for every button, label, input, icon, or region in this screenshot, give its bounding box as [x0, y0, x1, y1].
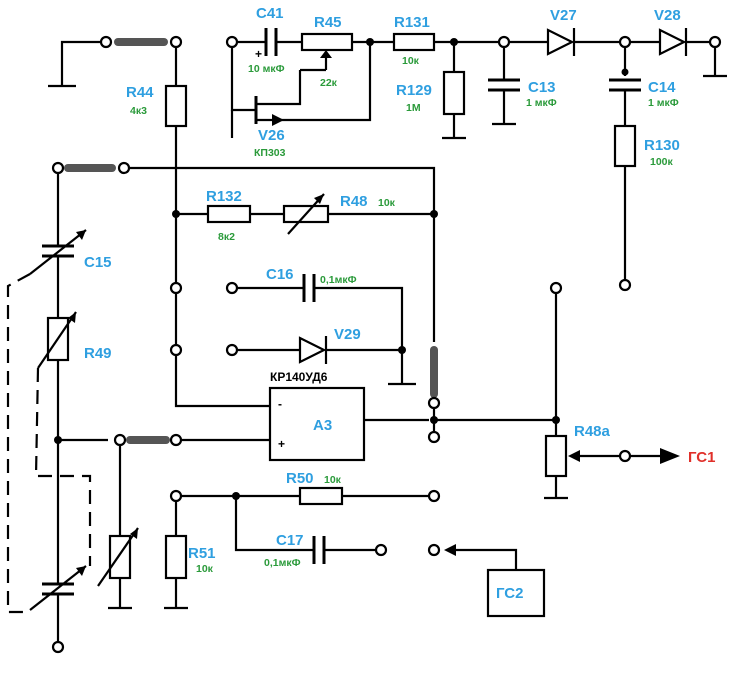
R50-label: R50: [286, 470, 314, 487]
R44-resistor: R44 4к3: [126, 47, 188, 214]
V29-label: V29: [334, 326, 361, 343]
R44-value: 4к3: [130, 105, 147, 117]
C14-value: 1 мкФ: [648, 97, 679, 109]
GS1-label: ГС1: [688, 449, 715, 466]
ganged-dashed-links: [6, 273, 92, 614]
C14-label: C14: [648, 79, 676, 96]
R48-label: R48: [340, 193, 368, 210]
R44-label: R44: [126, 84, 154, 101]
R132-value: 8к2: [218, 231, 235, 243]
R132-label: R132: [206, 188, 242, 205]
bus-168: [51, 161, 436, 214]
V26-value: КП303: [254, 147, 286, 159]
C41-plus-sign: +: [255, 47, 262, 61]
R129-value: 1М: [406, 102, 421, 114]
C17-label: C17: [276, 532, 304, 549]
R130-resistor: R130 100к: [613, 124, 680, 292]
A3-label: A3: [313, 417, 332, 434]
R49-variable-resistor: R49: [37, 311, 112, 584]
R131-label: R131: [394, 14, 430, 31]
R51-label: R51: [188, 545, 216, 562]
left-variable-resistor: [97, 445, 139, 610]
R131-value: 10к: [402, 55, 420, 67]
C15-label: C15: [84, 254, 112, 271]
R48a-potentiometer: R48a ГС1: [544, 281, 715, 500]
C17-value: 0,1мкФ: [264, 557, 301, 569]
R131-resistor: R131 10к: [392, 14, 504, 67]
C13-value: 1 мкФ: [526, 97, 557, 109]
R132-resistor: R132 8к2: [172, 188, 284, 243]
C14-capacitor: C14 1 мкФ: [609, 35, 679, 126]
R45-potentiometer: R45 22к: [298, 14, 370, 92]
A3-plus: +: [278, 437, 285, 451]
R48-variable-resistor: R48 10к: [282, 193, 438, 235]
V27-label: V27: [550, 7, 577, 24]
V26-transistor: V26 КП303: [230, 42, 372, 159]
R51-resistor: R51 10к: [164, 489, 216, 610]
R129-resistor: R129 1М: [396, 38, 466, 140]
GS2-source: ГС2: [427, 543, 546, 618]
V29-diode: V29: [225, 326, 416, 386]
C15-variable-capacitor: C15: [29, 173, 112, 318]
A3-minus: -: [278, 397, 282, 411]
R45-label: R45: [314, 14, 342, 31]
C41-capacitor: + C41 10 мкФ: [225, 5, 302, 75]
R130-label: R130: [644, 137, 680, 154]
plus-input: [54, 433, 270, 447]
C13-label: C13: [528, 79, 556, 96]
V28-label: V28: [654, 7, 681, 24]
C41-value: 10 мкФ: [248, 63, 285, 75]
C16-value: 0,1мкФ: [320, 274, 357, 286]
C16-label: C16: [266, 266, 294, 283]
C13-capacitor: C13 1 мкФ: [488, 35, 557, 126]
R50-resistor: R50 10к: [181, 470, 441, 506]
R50-value: 10к: [324, 474, 342, 486]
R130-value: 100к: [650, 156, 674, 168]
bottom-variable-capacitor: [29, 565, 87, 654]
C16-capacitor: C16 0,1мкФ: [225, 266, 404, 350]
R51-value: 10к: [196, 563, 214, 575]
R45-value: 22к: [320, 77, 338, 89]
R48a-label: R48a: [574, 423, 611, 440]
GS2-label: ГС2: [496, 585, 523, 602]
C41-label: C41: [256, 5, 284, 22]
A3-opamp: - + A3 КР140УД6: [268, 370, 429, 462]
KR-label: КР140УД6: [270, 370, 328, 384]
R49-label: R49: [84, 345, 112, 362]
C17-capacitor: C17 0,1мкФ: [234, 496, 388, 569]
V26-label: V26: [258, 127, 285, 144]
V27-diode: V27: [509, 7, 620, 56]
V28-diode: V28: [630, 7, 727, 78]
R48-value: 10к: [378, 197, 396, 209]
R129-label: R129: [396, 82, 432, 99]
top-left-ground: [48, 35, 183, 88]
